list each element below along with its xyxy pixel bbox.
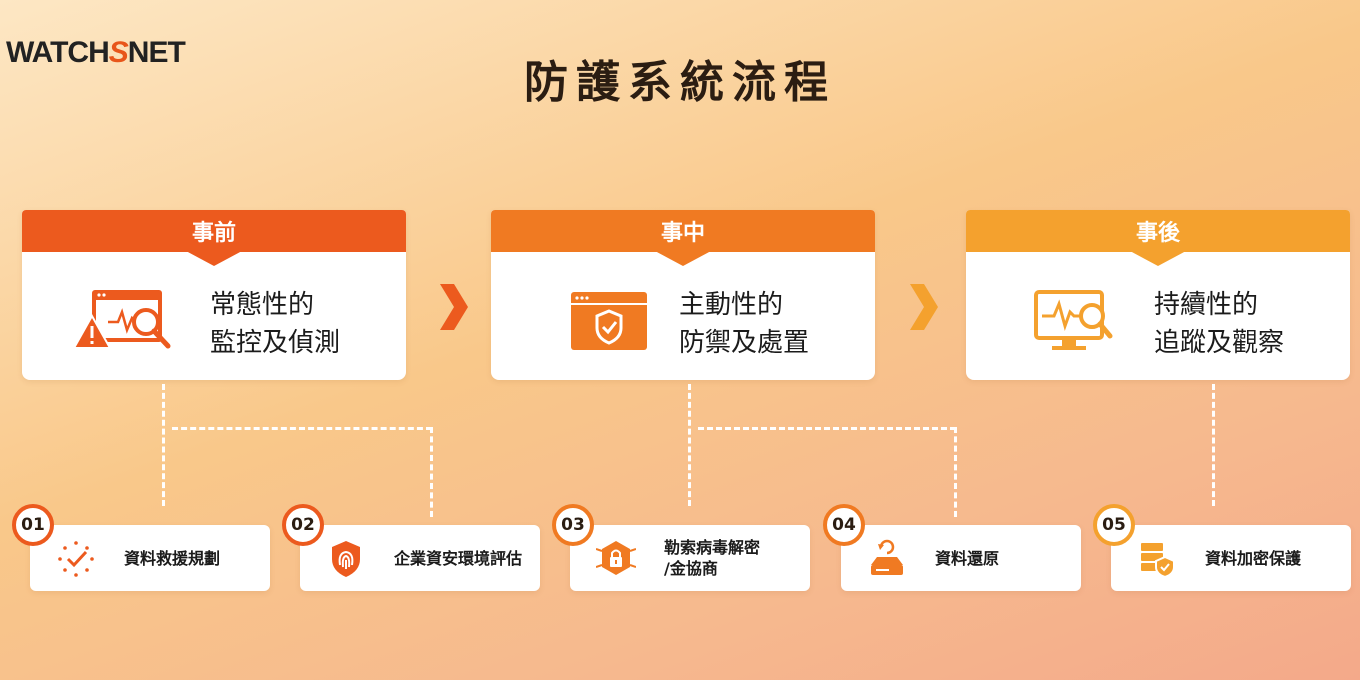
ransomware-lock-icon <box>596 541 636 575</box>
step-card: 資料救援規劃 <box>30 525 270 591</box>
monitor-pulse-search-icon <box>1034 290 1113 350</box>
step-label: 資料救援規劃 <box>124 548 221 568</box>
step-number-badge: 05 <box>1093 504 1135 546</box>
server-shield-icon <box>1141 543 1175 579</box>
step-card: 資料還原 <box>841 525 1081 591</box>
connector-line <box>162 384 165 506</box>
connector-line <box>172 427 432 430</box>
phase-card-after: 事後 持續性的追蹤及觀察 <box>966 210 1350 380</box>
step-label: 企業資安環境評估 <box>394 548 523 568</box>
connector-line <box>430 427 433 517</box>
watchsnet-logo: WATCHSNET <box>6 36 186 69</box>
phase-header: 事中 <box>491 210 875 266</box>
phase-line2: 追蹤及觀察 <box>1154 328 1285 358</box>
step-card: 企業資安環境評估 <box>300 525 540 591</box>
phase-card-during: 事中 主動性的防禦及處置 <box>491 210 875 380</box>
connector-line <box>698 427 956 430</box>
step-number-badge: 04 <box>823 504 865 546</box>
phase-line2: 防禦及處置 <box>679 328 810 358</box>
alert-monitor-search-icon <box>72 290 171 349</box>
connector-line <box>688 384 691 506</box>
phase-header: 事後 <box>966 210 1350 266</box>
fingerprint-shield-icon <box>332 541 360 577</box>
browser-shield-icon <box>571 292 647 350</box>
phase-card-before: 事前 常態性的監控及偵測 <box>22 210 406 380</box>
phase-line1: 常態性的 <box>210 290 315 320</box>
step-card: 勒索病毒解密 /金協商 <box>570 525 810 591</box>
step-number-badge: 02 <box>282 504 324 546</box>
step-label: 資料還原 <box>935 548 1000 568</box>
page-title: 防護系統流程 <box>524 57 836 108</box>
chevron-right-icon <box>440 284 468 330</box>
step-label: 資料加密保護 <box>1205 548 1302 568</box>
phase-line1: 主動性的 <box>679 290 784 320</box>
connector-line <box>954 427 957 517</box>
step-number-badge: 01 <box>12 504 54 546</box>
connector-line <box>1212 384 1215 506</box>
phase-line2: 監控及偵測 <box>210 328 341 358</box>
dotted-check-circle-icon <box>58 541 94 577</box>
step-label-line2: /金協商 <box>664 559 718 578</box>
step-label: 勒索病毒解密 <box>664 538 761 557</box>
phase-header: 事前 <box>22 210 406 266</box>
step-number-badge: 03 <box>552 504 594 546</box>
step-card: 資料加密保護 <box>1111 525 1351 591</box>
phase-line1: 持續性的 <box>1154 290 1259 320</box>
drive-restore-icon <box>871 539 903 575</box>
chevron-right-icon <box>910 284 938 330</box>
